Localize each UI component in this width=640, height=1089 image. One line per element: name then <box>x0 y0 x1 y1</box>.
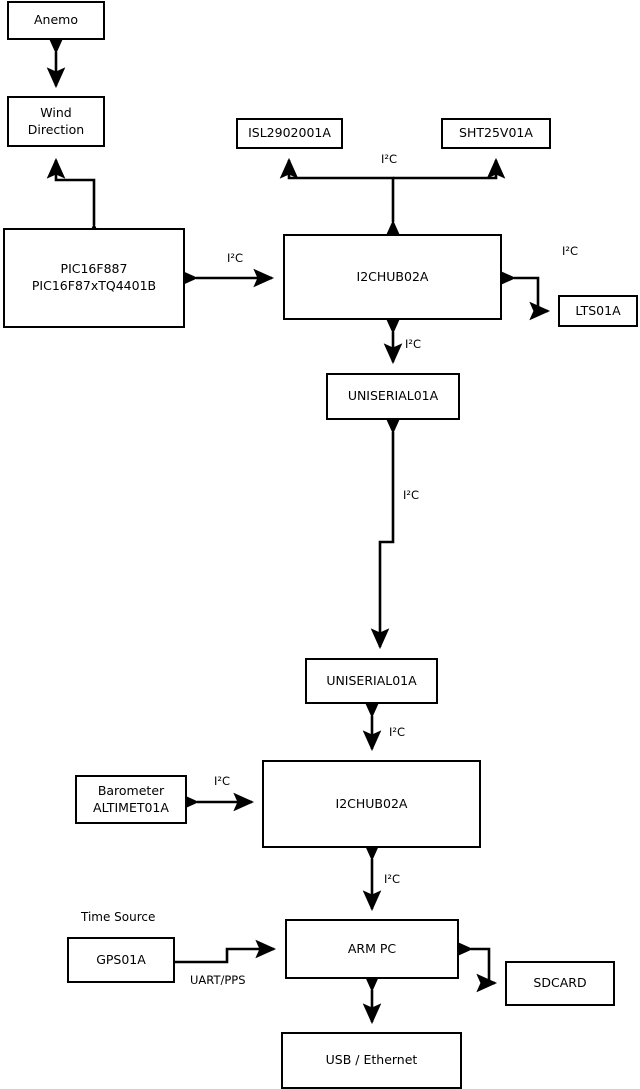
node-wind-direction[interactable]: Wind Direction <box>7 96 105 147</box>
node-barometer-altimet01a[interactable]: Barometer ALTIMET01A <box>75 775 187 824</box>
edge-label-i2c-barometer-hub: I²C <box>214 774 231 788</box>
node-gps01a[interactable]: GPS01A <box>67 937 175 983</box>
edge-label-i2c-hub-lts: I²C <box>562 244 579 258</box>
edge-label-i2c-pic-hub: I²C <box>227 251 244 265</box>
node-lts01a[interactable]: LTS01A <box>558 295 638 327</box>
edge-hubtop-lts <box>495 268 551 321</box>
node-uniserial01a-upper[interactable]: UNISERIAL01A <box>326 373 460 420</box>
node-uniserial01a-lower[interactable]: UNISERIAL01A <box>305 658 438 704</box>
node-usb-ethernet[interactable]: USB / Ethernet <box>281 1032 462 1089</box>
node-i2chub02a-top[interactable]: I2CHUB02A <box>283 234 502 320</box>
edge-pic-wind <box>46 157 104 244</box>
edge-gps-armpc <box>175 939 277 964</box>
node-anemo[interactable]: Anemo <box>7 1 105 40</box>
node-pic-microcontroller[interactable]: PIC16F887 PIC16F87xTQ4401B <box>3 228 185 328</box>
node-arm-pc[interactable]: ARM PC <box>285 919 459 979</box>
edge-label-i2c-hub-armpc: I²C <box>384 872 401 886</box>
node-sdcard[interactable]: SDCARD <box>505 961 615 1006</box>
edge-armpc-sdcard <box>452 939 498 993</box>
label-time-source: Time Source <box>81 910 156 924</box>
node-isl2902001a[interactable]: ISL2902001A <box>236 118 343 149</box>
node-i2chub02a-bottom[interactable]: I2CHUB02A <box>262 760 481 848</box>
edge-hubtop-i2cbus <box>279 157 506 241</box>
edge-label-i2c-top-bus: I²C <box>381 152 398 166</box>
edge-label-uart-pps: UART/PPS <box>190 973 246 987</box>
edge-label-i2c-hub-uniserial: I²C <box>405 337 422 351</box>
edge-label-i2c-uniserial-link: I²C <box>403 488 420 502</box>
node-sht25v01a[interactable]: SHT25V01A <box>441 118 551 149</box>
edge-uniserial1-uniserial2 <box>370 413 403 650</box>
edge-label-i2c-uniserial-hub: I²C <box>389 725 406 739</box>
